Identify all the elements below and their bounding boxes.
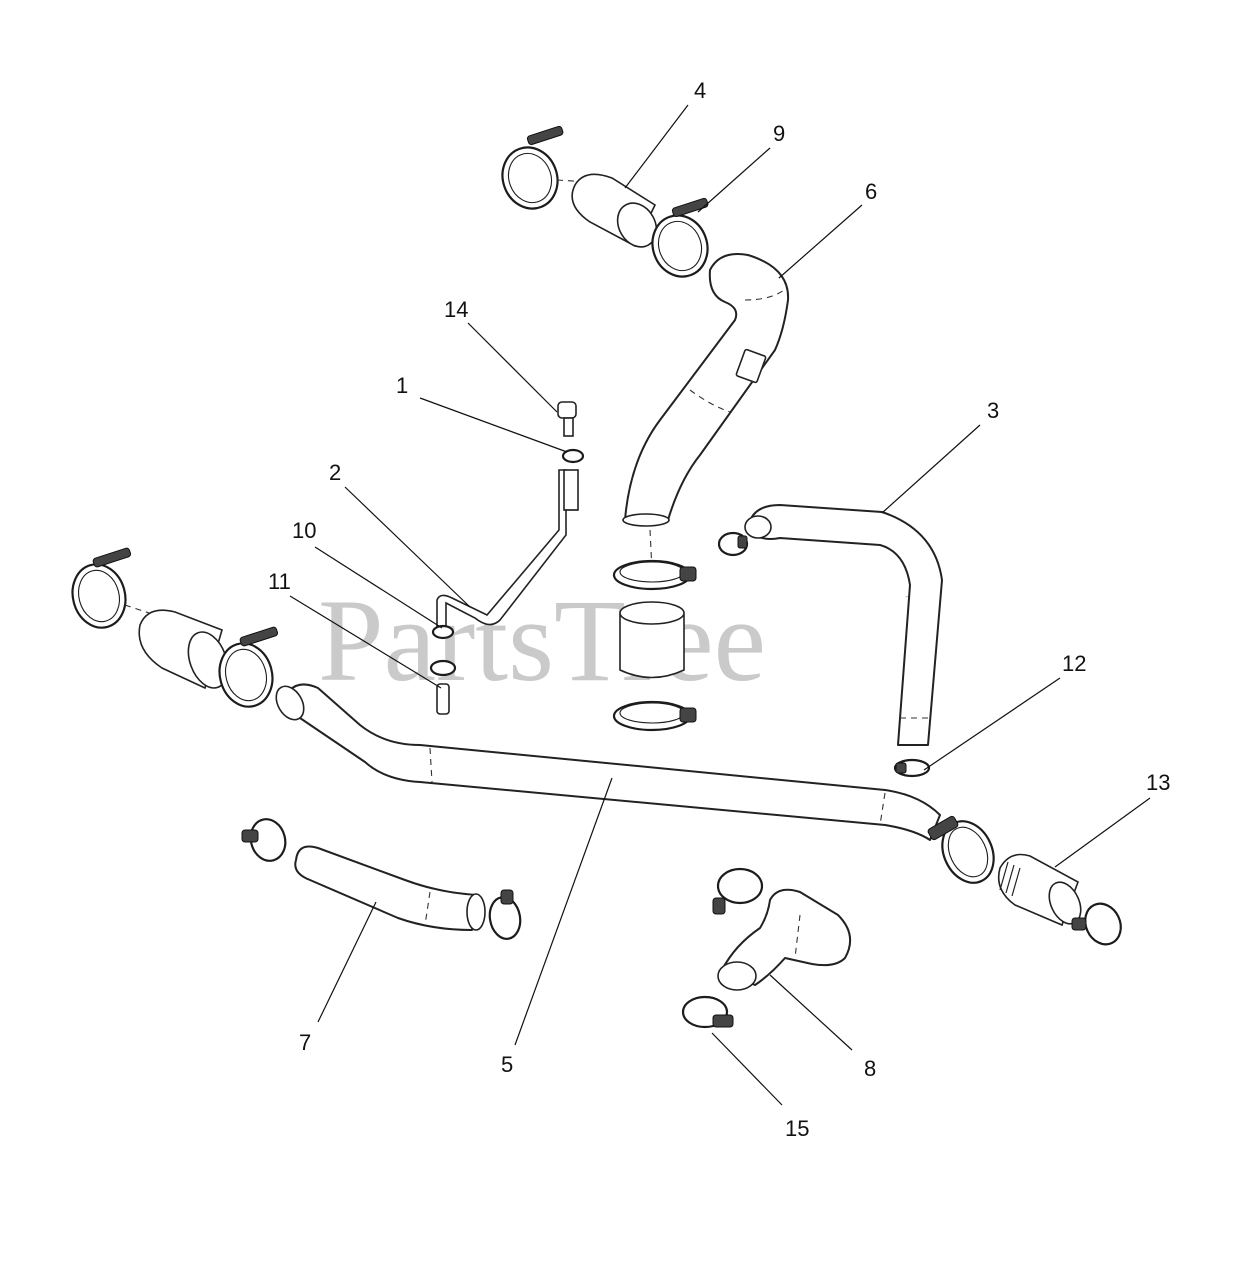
part-clamp-12[interactable] [893,758,931,778]
part-clamp-15[interactable] [681,995,734,1029]
part-clamp-long-hose-end[interactable] [927,813,1003,891]
part-clamp-middle-lower[interactable] [612,700,697,732]
callout-5: 5 [501,1052,513,1077]
part-clamp-7-right[interactable] [487,889,524,941]
part-coupler-13[interactable] [997,853,1087,929]
part-clamp-right-hose[interactable] [717,531,749,557]
part-clamp-middle-upper[interactable] [612,559,697,591]
callout-3: 3 [987,398,999,423]
part-small-clamp-lower[interactable] [431,624,455,640]
callout-14: 14 [444,297,468,322]
callout-13: 13 [1146,770,1170,795]
part-upper-hose[interactable] [622,253,790,527]
callout-10: 10 [292,518,316,543]
part-small-clamp-bottom[interactable] [429,659,457,715]
callout-2: 2 [329,460,341,485]
watermark-text: PartsTree [318,575,766,706]
callout-11: 11 [268,569,291,594]
part-hose-7[interactable] [294,845,486,931]
leader-lines [289,104,1151,1106]
callout-1: 1 [396,373,408,398]
part-clamp-top-left[interactable] [494,125,566,217]
callout-7: 7 [299,1030,311,1055]
part-clamp-13-end[interactable] [1071,898,1127,950]
part-coupler-middle[interactable] [619,601,685,679]
callout-15: 15 [785,1116,809,1141]
part-clamp-top-mid[interactable] [644,197,716,285]
part-elbow-fitting[interactable] [557,401,577,437]
part-hose-8[interactable] [717,888,852,991]
part-clamp-8-top[interactable] [712,867,764,915]
callout-8: 8 [864,1056,876,1081]
callout-9: 9 [773,121,785,146]
part-clamp-left[interactable] [66,547,133,633]
callout-4: 4 [694,78,706,103]
callout-6: 6 [865,179,877,204]
part-coupler-top[interactable] [571,173,664,254]
callout-12: 12 [1062,651,1086,676]
part-clamp-7-left[interactable] [241,815,290,864]
part-long-hose[interactable] [271,681,941,841]
part-small-clamp-upper[interactable] [561,448,585,464]
part-clamp-left-mid[interactable] [213,626,280,712]
part-right-hose[interactable] [744,504,943,746]
